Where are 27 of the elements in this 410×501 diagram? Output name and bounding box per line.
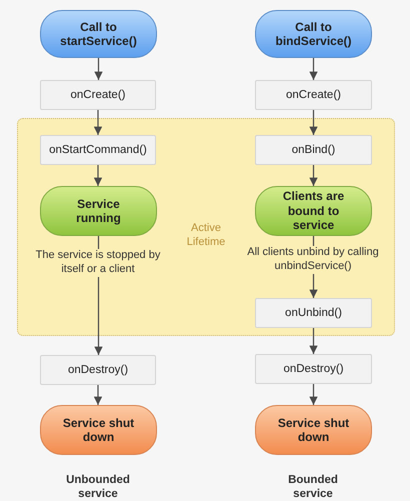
end-pill: Service shut down — [40, 405, 157, 455]
method-box: onCreate() — [40, 80, 156, 110]
method-box: onDestroy() — [40, 355, 156, 385]
arrow — [94, 58, 103, 80]
column-caption: Unbounded service — [65, 474, 131, 501]
state-pill: Clients are bound to service — [255, 186, 372, 236]
start-pill: Call to startService() — [40, 10, 157, 58]
lifetime-band — [17, 118, 395, 336]
region-label: Active Lifetime — [186, 222, 226, 250]
edge-label: The service is stopped by itself or a client — [36, 249, 160, 276]
arrow — [309, 58, 318, 80]
start-pill: Call to bindService() — [255, 10, 372, 58]
arrow — [94, 110, 102, 135]
arrow — [94, 165, 102, 186]
arrow — [309, 328, 318, 354]
end-pill: Service shut down — [255, 405, 372, 455]
column-caption: Bounded service — [287, 474, 339, 501]
arrow — [94, 385, 102, 405]
method-box: onBind() — [255, 135, 372, 165]
arrow — [309, 165, 318, 186]
arrow — [309, 110, 318, 135]
method-box: onCreate() — [255, 80, 372, 110]
method-box: onUnbind() — [255, 298, 372, 328]
method-box: onStartCommand() — [40, 135, 156, 165]
arrow — [309, 384, 318, 405]
method-box: onDestroy() — [255, 354, 372, 384]
state-pill: Service running — [40, 186, 157, 236]
